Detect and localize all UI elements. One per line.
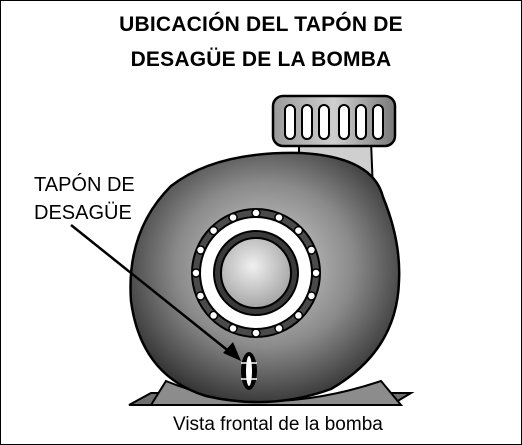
knurl-bump	[208, 310, 219, 321]
knurl-bump	[251, 208, 261, 218]
callout-label-line-1: TAPÓN DE	[34, 174, 139, 196]
outlet-fitting	[271, 94, 397, 148]
inlet-ring	[191, 208, 321, 338]
drain-plug-icon	[241, 352, 257, 390]
knurl-bump	[191, 268, 201, 278]
knurl-bump	[293, 310, 304, 321]
page-title-line-1: UBICACIÓN DEL TAPÓN DE	[119, 13, 403, 36]
knurl-bump	[311, 268, 321, 278]
knurl-bump	[251, 328, 261, 338]
knurl-bump	[208, 225, 219, 236]
figure-caption: Vista frontal de la bomba	[171, 414, 385, 436]
callout-arrow	[70, 224, 241, 361]
callout-label-line-2: DESAGÜE	[34, 202, 136, 224]
page-title-line-2: DESAGÜE DE LA BOMBA	[130, 48, 392, 71]
knurl-bump	[293, 225, 304, 236]
